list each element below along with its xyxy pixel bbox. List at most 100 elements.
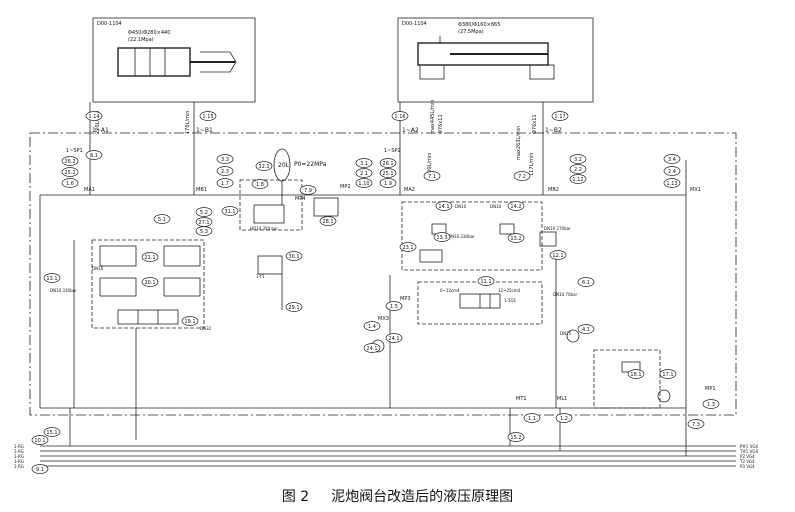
svg-text:19.1: 19.1	[184, 319, 195, 325]
component-tag: 28.1	[319, 216, 337, 226]
note-dn10b: DN10 270bar	[544, 226, 571, 231]
component-tag: 1.9	[379, 178, 397, 188]
figure-title: 泥炮阀台改造后的液压原理图	[331, 489, 514, 505]
figure-caption: 图 2 泥炮阀台改造后的液压原理图	[0, 486, 795, 506]
component-tag: 1.7	[216, 178, 234, 188]
component-tag: 31.1	[221, 206, 239, 216]
svg-text:31.1: 31.1	[224, 209, 235, 215]
svg-text:12.1: 12.1	[552, 253, 563, 259]
svg-text:25.1: 25.1	[382, 171, 393, 177]
component-tag: 14.1	[435, 201, 453, 211]
cylinder-right-title: D00-1104	[402, 21, 427, 27]
svg-text:1.5: 1.5	[390, 304, 398, 310]
svg-text:1.17: 1.17	[554, 114, 565, 120]
line-label-l4: Φ76x11	[438, 114, 444, 134]
accumulator-volume: 20L	[278, 162, 290, 169]
svg-text:13.3: 13.3	[436, 235, 447, 241]
point-mx3: MX3	[378, 316, 389, 322]
svg-text:1.15: 1.15	[202, 114, 213, 120]
component-tag: 27.1	[195, 217, 213, 227]
bus-left-2: 1-RG	[14, 454, 24, 459]
point-mp2: MP2	[340, 184, 351, 190]
svg-text:28.1: 28.1	[322, 219, 333, 225]
valve-block-right	[593, 349, 661, 409]
svg-text:1.7: 1.7	[221, 181, 229, 187]
component-tag: 1.16	[391, 111, 409, 121]
svg-text:2.4: 2.4	[668, 169, 676, 175]
component-tag: 1.8	[251, 179, 269, 189]
bus-left-0: 1-RG	[14, 444, 24, 449]
cylinder-right-pressure: (27.5Mpa)	[458, 29, 484, 35]
component-tag: 1.4	[363, 321, 381, 331]
component-tag: 4.1	[577, 324, 595, 334]
component-tag: 23.1	[399, 242, 417, 252]
svg-text:27.1: 27.1	[198, 220, 209, 226]
component-tag: 18.1	[627, 369, 645, 379]
component-tag: 3.3	[216, 154, 234, 164]
svg-text:5.1: 5.1	[158, 217, 166, 223]
point-mp4: MP4	[295, 196, 306, 202]
point-ma2: MA2	[404, 187, 415, 193]
component-tag: 13.1	[43, 273, 61, 283]
component-tag: 29.1	[285, 302, 303, 312]
note-flow2: 12~25cm4	[498, 288, 521, 293]
component-tag: 2.4	[663, 166, 681, 176]
point-ma1: MA1	[84, 187, 95, 193]
bus-right-1: T#1 VG4	[739, 449, 758, 454]
svg-text:7.2: 7.2	[518, 174, 526, 180]
component-tag: 11.1	[477, 276, 495, 286]
component-tag: 2.2	[569, 164, 587, 174]
component-tag: 1.17	[551, 111, 569, 121]
component-tag: 25.2	[61, 167, 79, 177]
cylinder-frame-left	[92, 17, 256, 103]
bus-right-3: T2 VG4	[739, 459, 755, 464]
line-label-l3: max445L/min	[430, 100, 436, 134]
line-label-l6: Φ76x11	[532, 114, 538, 134]
component-tag: 1.14	[85, 111, 103, 121]
cylinder-right-spec: Φ380/Φ160×865	[458, 22, 500, 28]
port-b2: 1~B2	[545, 127, 562, 134]
point-mt1: MT1	[516, 396, 527, 402]
line-label-l8: 117L/min	[529, 153, 535, 176]
component-tag: 26.2	[61, 156, 79, 166]
svg-text:1.1: 1.1	[528, 416, 536, 422]
bus-right-2: P2 VG4	[740, 454, 755, 459]
component-tag: 5.1	[153, 214, 171, 224]
bus-right-4: P3 VG4	[740, 464, 755, 469]
svg-text:1.9: 1.9	[384, 181, 392, 187]
svg-text:1.2: 1.2	[560, 416, 568, 422]
component-tag: 1.5	[385, 301, 403, 311]
note-dn16: DN16	[92, 266, 104, 271]
component-tag: 2.3	[216, 166, 234, 176]
component-tag: 5.3	[195, 226, 213, 236]
component-tag: 8.1	[85, 150, 103, 160]
svg-text:17.1: 17.1	[662, 372, 673, 378]
component-tag: 9.1	[31, 464, 49, 474]
svg-text:3.2: 3.2	[574, 157, 582, 163]
svg-text:13.2: 13.2	[510, 236, 521, 242]
component-tag: 13.2	[507, 233, 525, 243]
cylinder-left-title: D00-1104	[97, 21, 122, 27]
svg-text:24.1: 24.1	[388, 336, 399, 342]
svg-text:5.2: 5.2	[200, 210, 208, 216]
svg-text:1.3: 1.3	[707, 402, 715, 408]
note-dn10f: DN10	[490, 204, 502, 209]
point-mb2: MB2	[548, 187, 559, 193]
component-tag: 1.3	[702, 399, 720, 409]
component-tag: 12.1	[549, 250, 567, 260]
svg-text:2.2: 2.2	[574, 167, 582, 173]
bus-left-1: 1-RG	[14, 449, 24, 454]
figure-number: 图 2	[281, 489, 310, 505]
line-label-l7: 200L/min	[427, 153, 433, 176]
component-tag: 30.1	[285, 251, 303, 261]
component-tag: 21.1	[141, 252, 159, 262]
svg-text:26.2: 26.2	[64, 159, 75, 165]
note-hd10: HD10 350 bar	[250, 226, 278, 231]
svg-text:1.4: 1.4	[368, 324, 376, 330]
component-tag: 14.2	[507, 201, 525, 211]
component-tag: 1.1	[523, 413, 541, 423]
svg-text:3.3: 3.3	[221, 157, 229, 163]
component-tag: 7.3	[687, 419, 705, 429]
svg-text:15.1: 15.1	[46, 430, 57, 436]
